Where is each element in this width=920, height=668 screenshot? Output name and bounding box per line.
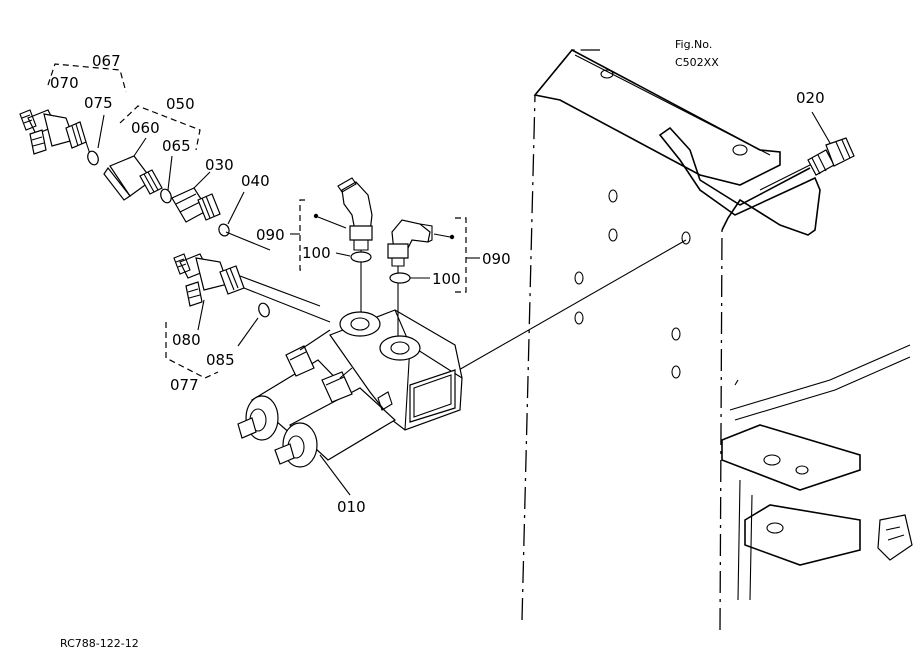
bracket-067: [47, 63, 127, 93]
callout-100-right: 100: [432, 270, 461, 288]
o-ring-040: [218, 223, 230, 237]
drawing-code: RC788-122-12: [60, 637, 139, 650]
bracket-090-right: [455, 217, 467, 293]
callout-080: 080: [172, 331, 201, 349]
callout-060: 060: [131, 119, 160, 137]
frame-panel: [521, 48, 913, 631]
o-ring-085: [258, 302, 270, 318]
callout-040: 040: [241, 172, 270, 190]
figure-number-value: C502XX: [675, 56, 719, 69]
fitting-020: [807, 111, 855, 176]
adapter-060: [103, 137, 163, 201]
elbow-fitting-090-right: [387, 219, 455, 336]
callout-020: 020: [796, 89, 825, 107]
callout-050: 050: [166, 95, 195, 113]
callout-067: 067: [92, 52, 121, 70]
o-ring-065: [160, 188, 172, 204]
callout-100-left: 100: [302, 244, 331, 262]
bracket-090-left: [299, 199, 305, 271]
o-ring-075: [87, 150, 99, 166]
figure-number-label: Fig.No.: [675, 38, 712, 51]
elbow-fitting-090-left: [313, 177, 373, 312]
fitting-030: [171, 171, 221, 223]
valve-080: [173, 253, 331, 331]
callout-070: 070: [50, 74, 79, 92]
callout-065: 065: [162, 137, 191, 155]
valve-070: [19, 109, 93, 161]
callout-030: 030: [205, 156, 234, 174]
callout-077: 077: [170, 376, 199, 394]
leader-valve-to-panel: [449, 239, 687, 376]
callout-085: 085: [206, 351, 235, 369]
bracket-050: [119, 105, 201, 151]
callout-075: 075: [84, 94, 113, 112]
callout-010: 010: [337, 498, 366, 516]
solenoid-valve-010: [237, 309, 463, 496]
callout-090-right: 090: [482, 250, 511, 268]
callout-090-left: 090: [256, 226, 285, 244]
